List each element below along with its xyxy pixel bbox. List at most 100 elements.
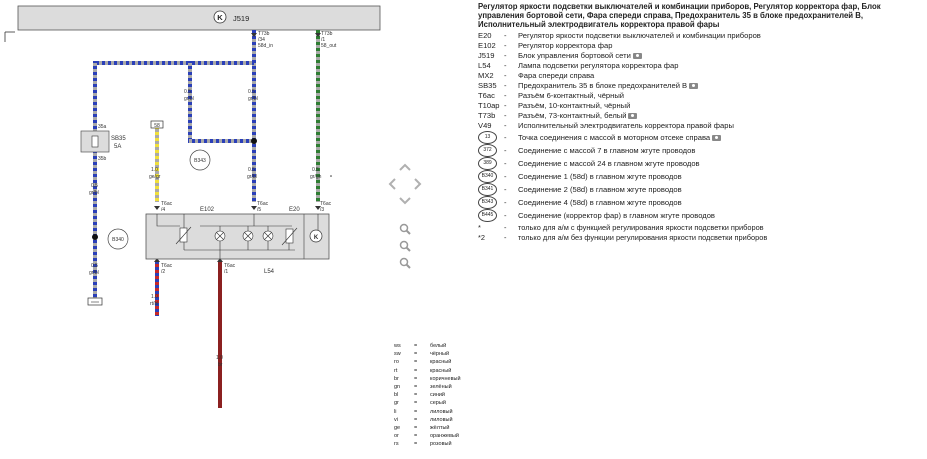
svg-text:K: K <box>314 235 319 241</box>
svg-text:T73b: T73b <box>258 31 270 37</box>
connection-circle-icon: 372 <box>478 144 497 157</box>
connection-circle-icon: B340 <box>478 170 497 183</box>
svg-text:gr/bl: gr/bl <box>247 174 257 180</box>
node-b343: B343 <box>189 149 211 171</box>
svg-text:0.5: 0.5 <box>248 167 255 173</box>
legend-title: Регулятор яркости подсветки выключателей… <box>478 2 881 29</box>
svg-text:/3: /3 <box>320 207 324 213</box>
legend-panel: Регулятор яркости подсветки выключателей… <box>478 2 924 243</box>
color-code-row: gr=серый <box>394 400 446 407</box>
legend-row: E20-Регулятор яркости подсветки выключат… <box>478 30 761 40</box>
connector-t73b-34: T73b /34 58d_in <box>251 31 273 49</box>
pan-left-icon[interactable] <box>388 178 396 190</box>
svg-text:gr/bl: gr/bl <box>89 190 99 196</box>
pan-down-icon[interactable] <box>399 197 411 205</box>
legend-code: E20 <box>478 30 492 40</box>
legend-dash: - <box>504 159 507 168</box>
svg-text:0.5: 0.5 <box>248 89 255 95</box>
svg-text:/5: /5 <box>257 207 261 213</box>
legend-code: MX2 <box>478 70 494 80</box>
wire-rtbl <box>155 262 159 316</box>
svg-text:B340: B340 <box>112 237 124 243</box>
svg-text:0.5: 0.5 <box>91 263 98 269</box>
svg-text:0.5: 0.5 <box>312 167 319 173</box>
svg-text:5A: 5A <box>114 144 121 150</box>
connection-circle-icon: B341 <box>478 183 497 196</box>
legend-dash: - <box>504 198 507 207</box>
legend-text: Лампа подсветки регулятора корректора фа… <box>518 60 679 70</box>
legend-circle-items: 13-Точка соединения с массой в моторном … <box>478 131 722 222</box>
legend-text: Разъём, 10-контактный, чёрный <box>518 100 631 110</box>
legend-circle-row: B445-Соединение (корректор фар) в главно… <box>478 209 721 222</box>
zoom-out-icon[interactable] <box>399 257 411 269</box>
svg-text:SB35: SB35 <box>111 136 126 142</box>
legend-dash: - <box>504 70 507 80</box>
color-code-row: sw=чёрный <box>394 351 450 358</box>
svg-text:T73b: T73b <box>321 31 333 37</box>
legend-text: Блок управления бортовой сети <box>518 50 761 60</box>
camera-icon[interactable] <box>689 82 699 89</box>
legend-dash: - <box>504 80 507 90</box>
legend-notes: *-только для а/м с функцией регулировани… <box>478 223 924 243</box>
wire-labels: 0.5 gr/bl 0.5 gr/bl 0.5 gr/bl 0.5 gr/bl … <box>89 89 322 368</box>
pan-right-icon[interactable] <box>414 178 422 190</box>
wire-grbl-left-bottom <box>93 152 97 298</box>
svg-text:1.0: 1.0 <box>151 167 158 173</box>
svg-text:E102: E102 <box>200 207 215 213</box>
legend-code: T6ac <box>478 90 495 100</box>
color-code-row: br=коричневый <box>394 375 461 382</box>
legend-text: Соединение (корректор фар) в главном жгу… <box>518 211 715 220</box>
camera-icon[interactable] <box>712 135 722 141</box>
lamp-1-icon <box>214 230 226 242</box>
zoom-in-icon[interactable] <box>399 223 411 235</box>
camera-icon[interactable] <box>632 52 642 59</box>
color-code-row: ro=красный <box>394 359 452 366</box>
color-code-row: bl=синий <box>394 392 446 399</box>
svg-text:1.0: 1.0 <box>216 355 223 361</box>
t6ac-connectors: T6ac /4 T6ac /5 T6ac /3 T6ac /2 T6ac /1 <box>154 201 332 275</box>
svg-text:T6ac: T6ac <box>161 263 173 269</box>
color-code-row: ge=жёлтый <box>394 425 450 432</box>
legend-text: Соединение с массой 24 в главном жгуте п… <box>518 159 700 168</box>
fuse-sb35: 35a 35b SB35 5A <box>80 124 126 162</box>
legend-circle-row: B343-Соединение 4 (58d) в главном жгуте … <box>478 196 721 209</box>
node-b340: B340 <box>107 228 129 250</box>
legend-row: SB35-Предохранитель 35 в блоке предохран… <box>478 80 761 90</box>
camera-icon[interactable] <box>628 112 638 119</box>
connection-circle-icon: 13 <box>478 131 497 144</box>
legend-code: E102 <box>478 40 496 50</box>
color-code-row: rs=розовый <box>394 441 452 448</box>
k-symbol-icon: K <box>217 13 223 22</box>
legend-code: J519 <box>478 50 495 60</box>
svg-text:/1: /1 <box>321 37 325 43</box>
svg-text:35a: 35a <box>98 124 107 130</box>
legend-text: Регулятор яркости подсветки выключателей… <box>518 30 761 40</box>
legend-dash: - <box>504 40 507 50</box>
wire-grgn <box>316 30 320 202</box>
wire-gegr <box>155 128 159 202</box>
legend-row: T10ap-Разъём, 10-контактный, чёрный <box>478 100 761 110</box>
svg-text:T6ac: T6ac <box>224 263 236 269</box>
svg-text:0.5: 0.5 <box>91 183 98 189</box>
svg-text:T6ac: T6ac <box>161 201 173 207</box>
pan-up-icon[interactable] <box>399 163 411 171</box>
legend-row: V49-Исполнительный электродвигатель корр… <box>478 120 761 130</box>
connection-circle-icon: B445 <box>478 209 497 222</box>
legend-text: Исполнительный электродвигатель корректо… <box>518 120 734 130</box>
legend-circle-row: 13-Точка соединения с массой в моторном … <box>478 131 722 144</box>
wires <box>93 30 320 408</box>
legend-circle-row: B340-Соединение 1 (58d) в главном жгуте … <box>478 170 721 183</box>
svg-text:/34: /34 <box>258 37 265 43</box>
color-code-row: li=лиловый <box>394 408 453 415</box>
ground-box <box>87 297 103 306</box>
color-code-row: or=оранжевый <box>394 433 459 440</box>
svg-text:58_out: 58_out <box>321 43 337 49</box>
wire-grbl-horizontal <box>93 61 254 65</box>
terminal-58-box: 58 <box>150 120 164 129</box>
svg-text:gr/bl: gr/bl <box>89 270 99 276</box>
svg-text:gr/bl: gr/bl <box>248 96 258 102</box>
legend-dash: - <box>504 185 507 194</box>
zoom-reset-icon[interactable] <box>399 240 411 252</box>
connection-circle-icon: B343 <box>478 196 497 209</box>
j519-unit: K J519 <box>17 5 381 31</box>
